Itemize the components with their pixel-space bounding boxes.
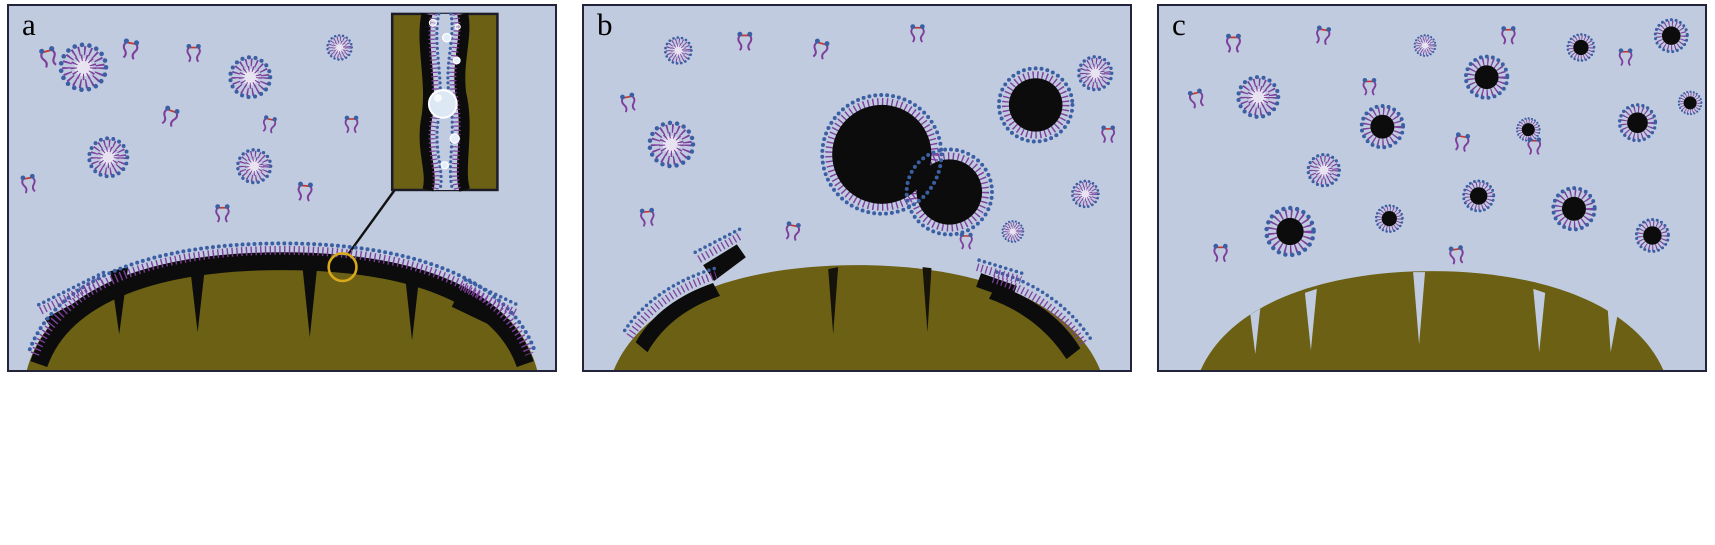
oil-droplet-icon — [1376, 206, 1402, 232]
soil-dome — [613, 265, 1101, 370]
molecule-icon — [1617, 47, 1634, 67]
micelle-icon — [665, 38, 691, 64]
molecule-icon — [618, 91, 639, 114]
micelle-icon — [1002, 221, 1023, 242]
micelle-icon — [1415, 35, 1436, 56]
oil-droplet-icon — [1266, 208, 1313, 255]
oil-droplet-icon — [1517, 118, 1540, 141]
detached-oil-droplet — [996, 66, 1075, 144]
oil-droplet-icon — [1464, 181, 1494, 211]
oil-droplet-icon — [1679, 92, 1702, 115]
inset-pointer-line — [343, 187, 398, 260]
panel-b-scene — [613, 23, 1116, 370]
molecule-icon — [1361, 77, 1378, 96]
floating-surfactants — [1186, 24, 1634, 266]
molecule-icon — [638, 206, 657, 228]
soil-dome — [1200, 271, 1664, 370]
panel-c-scene — [1186, 6, 1705, 370]
oil-remnant-right — [975, 258, 1093, 360]
solubilized-oil-droplets — [1266, 20, 1701, 255]
molecule-icon — [260, 113, 279, 135]
molecule-icon — [1212, 242, 1229, 263]
detached-oil-blob — [820, 93, 994, 237]
oil-droplet-icon — [1655, 20, 1687, 52]
micelle-icon — [1079, 57, 1112, 90]
micelle-icon — [650, 123, 693, 166]
molecule-icon — [958, 231, 974, 250]
panel-c-label: c — [1172, 7, 1186, 42]
micelle-icon — [89, 138, 127, 176]
panel-a-label: a — [22, 7, 36, 42]
micelle-icon — [1308, 155, 1339, 186]
molecule-icon — [1452, 130, 1472, 153]
oil-droplet-icon — [1553, 188, 1594, 229]
oil-droplet-icon — [1620, 105, 1656, 141]
micelle-icon — [327, 35, 351, 59]
panel-row: a — [7, 4, 1707, 372]
micelle-icon — [1238, 77, 1278, 117]
panel-c: c — [1157, 4, 1707, 372]
molecule-icon — [1500, 25, 1517, 45]
panel-b-label: b — [597, 7, 613, 42]
oil-droplet-icon — [1636, 220, 1668, 252]
molecule-icon — [214, 203, 231, 223]
molecule-icon — [37, 44, 60, 70]
molecule-icon — [783, 219, 803, 242]
oil-droplet-icon — [1568, 34, 1594, 60]
oil-layer — [27, 241, 537, 368]
molecule-icon — [295, 180, 315, 203]
panel-a-scene — [19, 12, 538, 370]
micelle-icon — [230, 57, 270, 97]
panel-b: b — [582, 4, 1132, 372]
molecule-icon — [1313, 24, 1333, 47]
molecule-icon — [1225, 32, 1242, 54]
micelle-icon — [238, 150, 271, 183]
molecule-icon — [1186, 87, 1207, 110]
molecule-icon — [909, 23, 926, 43]
molecule-icon — [19, 172, 39, 195]
air-bubbles — [427, 18, 461, 170]
legend: Gemini表面活性剂分子 亲水磺酸头基 连接基 疏水尾链 空气泡 — [0, 376, 1715, 545]
molecule-icon — [809, 37, 832, 61]
floating-surfactants — [19, 35, 360, 223]
pore-inset — [390, 12, 499, 192]
molecule-icon — [343, 114, 360, 134]
molecule-icon — [185, 43, 202, 63]
micelle-icon — [1072, 181, 1098, 207]
molecule-icon — [736, 30, 754, 52]
oil-remnant-left — [622, 225, 746, 353]
oil-droplet-icon — [1362, 106, 1403, 147]
micelle-icon — [61, 45, 106, 90]
molecule-icon — [119, 37, 141, 61]
molecule-icon — [1447, 243, 1467, 266]
molecule-icon — [158, 103, 182, 129]
panel-a: a — [7, 4, 557, 372]
highlight-circle — [327, 251, 358, 283]
molecule-icon — [1100, 124, 1116, 144]
oil-droplet-icon — [1466, 57, 1507, 98]
